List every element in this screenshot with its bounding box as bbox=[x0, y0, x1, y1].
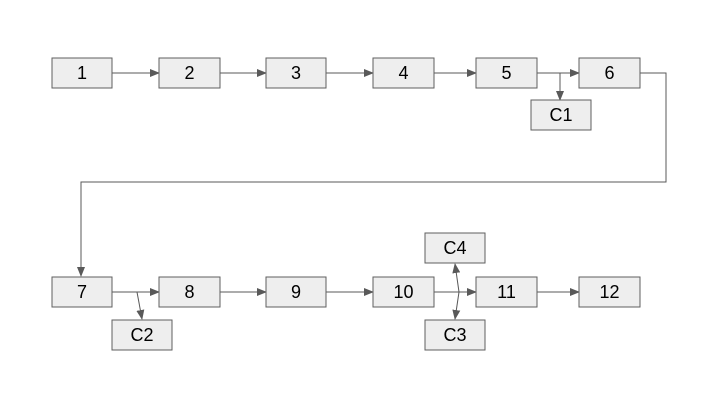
node-c2-label: C2 bbox=[130, 325, 153, 345]
edge-link-c4 bbox=[452, 263, 461, 293]
node-2: 2 bbox=[158, 57, 221, 89]
node-12-label: 12 bbox=[599, 282, 619, 302]
node-6-label: 6 bbox=[604, 63, 614, 83]
node-3-label: 3 bbox=[291, 63, 301, 83]
node-7: 7 bbox=[51, 276, 113, 308]
node-11-label: 11 bbox=[497, 282, 516, 302]
node-8-label: 8 bbox=[184, 282, 194, 302]
edge-link-c2 bbox=[136, 291, 145, 320]
node-1: 1 bbox=[51, 57, 113, 89]
connectors bbox=[77, 69, 667, 320]
node-5: 5 bbox=[475, 57, 538, 89]
node-5-label: 5 bbox=[501, 63, 511, 83]
node-c4-label: C4 bbox=[443, 238, 466, 258]
node-12: 12 bbox=[578, 276, 641, 308]
node-4: 4 bbox=[372, 57, 435, 89]
node-4-label: 4 bbox=[398, 63, 408, 83]
node-10-label: 10 bbox=[393, 282, 413, 302]
node-9: 9 bbox=[265, 276, 327, 308]
node-6: 6 bbox=[578, 57, 641, 89]
node-8: 8 bbox=[158, 276, 221, 308]
node-c3: C3 bbox=[424, 319, 486, 351]
node-c1-label: C1 bbox=[549, 105, 572, 125]
node-7-label: 7 bbox=[77, 282, 87, 302]
node-10: 10 bbox=[372, 276, 435, 308]
node-9-label: 9 bbox=[291, 282, 301, 302]
node-c1: C1 bbox=[530, 99, 592, 131]
edge-link-c3 bbox=[452, 291, 461, 320]
node-2-label: 2 bbox=[184, 63, 194, 83]
edge-6-7 bbox=[77, 72, 667, 277]
node-3: 3 bbox=[265, 57, 327, 89]
node-c3-label: C3 bbox=[443, 325, 466, 345]
node-c4: C4 bbox=[424, 232, 486, 264]
node-1-label: 1 bbox=[77, 63, 87, 83]
node-c2: C2 bbox=[111, 319, 173, 351]
node-11: 11 bbox=[475, 276, 538, 308]
